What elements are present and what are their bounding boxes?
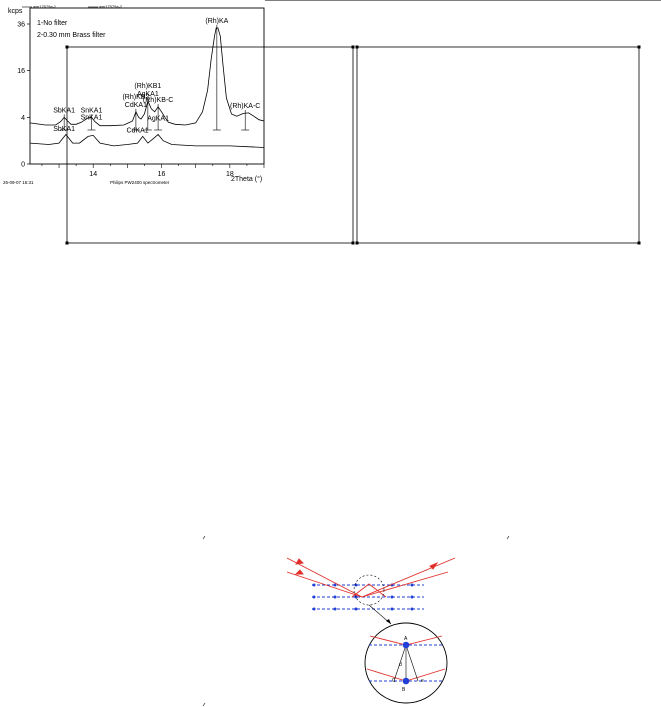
peak-label: SbKA1 [53, 107, 75, 114]
zoom-region [353, 574, 392, 625]
lower-series-label: AgKA1 [147, 115, 169, 122]
peak-label: (Rh)KA [205, 18, 228, 25]
peak-label: (Rh)KB-C [143, 97, 173, 104]
plot-frame [29, 7, 265, 165]
peak-label: CdKA1 [125, 102, 147, 109]
lower-series-label: CdKA1 [127, 128, 149, 135]
peak-label: (Rh)KB2 [122, 94, 149, 101]
legend-line-1: 1-No filter [37, 20, 68, 27]
series-lines [29, 27, 265, 148]
point-c-label: C [392, 678, 396, 684]
bragg-diagram: A B C d e [202, 535, 510, 707]
point-b-label: B [402, 687, 406, 693]
point-a-label: A [404, 636, 408, 642]
zoom-circle [364, 622, 448, 704]
peak-label: (Rh)KB1 [134, 83, 161, 90]
x-ray-beams [286, 557, 456, 598]
legend-swatch-label: wm17579a-2 [99, 4, 123, 9]
y-tick-label: 0 [21, 162, 25, 169]
empty-frame-left [65, 45, 355, 245]
x-tick-label: 14 [89, 171, 97, 178]
x-axis-title: 2Theta (°) [231, 175, 262, 183]
peak-label: AgKA1 [137, 91, 159, 98]
peak-label: (Rh)KA-C [230, 103, 260, 110]
instrument-name: Philips PW2400 spectrometer [110, 180, 170, 185]
y-ticks: 0 4 16 36 [17, 22, 30, 169]
peak-markers [60, 24, 250, 131]
spectrum-chart: kcps wm17679a-1 wm17579a-2 1-No filter 2-… [3, 4, 265, 185]
y-tick-label: 36 [17, 22, 25, 29]
empty-frame-right [355, 45, 641, 245]
spacing-d-label: d [399, 662, 402, 668]
point-e-label: e [421, 678, 424, 684]
x-tick-label: 18 [226, 171, 234, 178]
x-ticks: 14 16 18 [41, 164, 265, 178]
lower-series-label: SnKA1 [81, 115, 103, 122]
legend-swatch-label: wm17679a-1 [33, 4, 57, 9]
lattice-planes [312, 583, 424, 611]
peak-label: SnKA1 [81, 107, 103, 114]
legend-swatches: wm17679a-1 wm17579a-2 [22, 4, 123, 9]
legend-line-2: 2-0.30 mm Brass filter [37, 32, 106, 39]
timestamp: 26-09-07 15:31 [3, 180, 34, 185]
y-tick-label: 4 [21, 115, 25, 122]
series-line-2 [29, 133, 265, 148]
y-tick-label: 16 [17, 68, 25, 75]
lower-series-label: SbKA1 [53, 126, 75, 133]
corner-ticks [202, 535, 510, 707]
x-tick-label: 16 [158, 171, 166, 178]
y-axis-title: kcps [8, 8, 23, 15]
series-line-1 [29, 27, 265, 127]
